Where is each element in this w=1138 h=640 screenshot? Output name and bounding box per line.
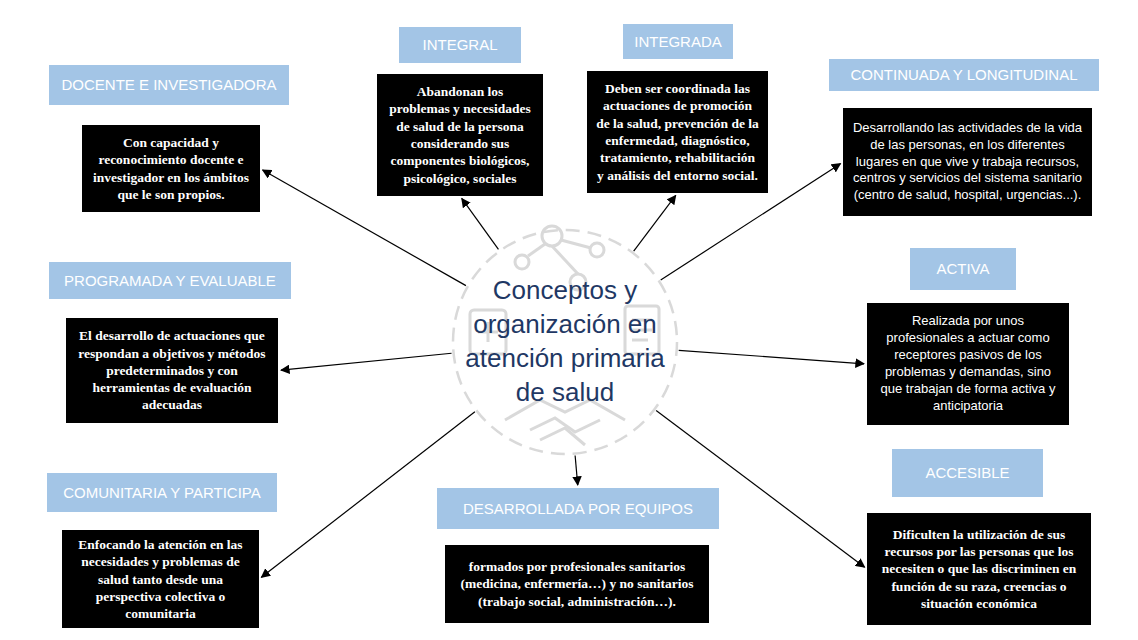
header-box: CONTINUADA Y LONGITUDINAL [829, 59, 1099, 91]
node-text: DESARROLLADA POR EQUIPOS [463, 500, 693, 518]
body-box: El desarrollo de actuaciones que respond… [66, 318, 278, 423]
header-box: DOCENTE E INVESTIGADORA [49, 65, 289, 105]
body-box: Dificulten la utilización de sus recurso… [867, 513, 1091, 625]
header-box: DESARROLLADA POR EQUIPOS [437, 488, 719, 529]
header-box: INTEGRADA [623, 24, 733, 59]
body-box: Desarrollando las actividades de la vida… [843, 108, 1092, 216]
node-text: COMUNITARIA Y PARTICIPA [63, 484, 261, 502]
body-box: Realizada por unos profesionales a actua… [867, 303, 1069, 425]
node-text: Conceptos y organización en atención pri… [459, 274, 671, 409]
node-text: Enfocando la atención en las necesidades… [70, 536, 251, 622]
body-box: Enfocando la atención en las necesidades… [62, 530, 259, 628]
body-box: Deben ser coordinada las actuaciones de … [587, 71, 768, 193]
node-text: INTEGRAL [422, 36, 497, 54]
header-box: PROGRAMADA Y EVALUABLE [49, 262, 291, 299]
node-text: ACCESIBLE [925, 464, 1009, 482]
node-text: DOCENTE E INVESTIGADORA [61, 76, 276, 94]
arrow-connector [634, 195, 676, 251]
arrow-connector [462, 198, 499, 249]
header-box: ACCESIBLE [892, 449, 1043, 497]
arrow-connector [281, 353, 452, 370]
body-box: Con capacidad y reconocimiento docente e… [82, 125, 260, 212]
header-box: ACTIVA [910, 248, 1016, 290]
body-box: Abandonan los problemas y necesidades de… [377, 74, 543, 196]
header-box: COMUNITARIA Y PARTICIPA [47, 473, 277, 512]
node-text: Realizada por unos profesionales a actua… [875, 313, 1061, 414]
node-text: INTEGRADA [634, 33, 722, 51]
arrow-connector [575, 456, 578, 485]
node-text: Desarrollando las actividades de la vida… [851, 120, 1084, 204]
center-title: Conceptos y organización en atención pri… [455, 227, 675, 457]
arrow-connector [679, 350, 864, 363]
node-text: formados por profesionales sanitarios (m… [453, 558, 701, 610]
node-text: Deben ser coordinada las actuaciones de … [595, 80, 760, 184]
node-text: PROGRAMADA Y EVALUABLE [64, 272, 276, 290]
header-box: INTEGRAL [399, 27, 521, 63]
node-text: Abandonan los problemas y necesidades de… [385, 83, 535, 187]
node-text: Dificulten la utilización de sus recurso… [875, 526, 1083, 612]
body-box: formados por profesionales sanitarios (m… [445, 545, 709, 623]
node-text: CONTINUADA Y LONGITUDINAL [851, 66, 1078, 84]
node-text: El desarrollo de actuaciones que respond… [74, 327, 270, 413]
node-text: Con capacidad y reconocimiento docente e… [90, 134, 252, 203]
node-text: ACTIVA [936, 260, 989, 278]
